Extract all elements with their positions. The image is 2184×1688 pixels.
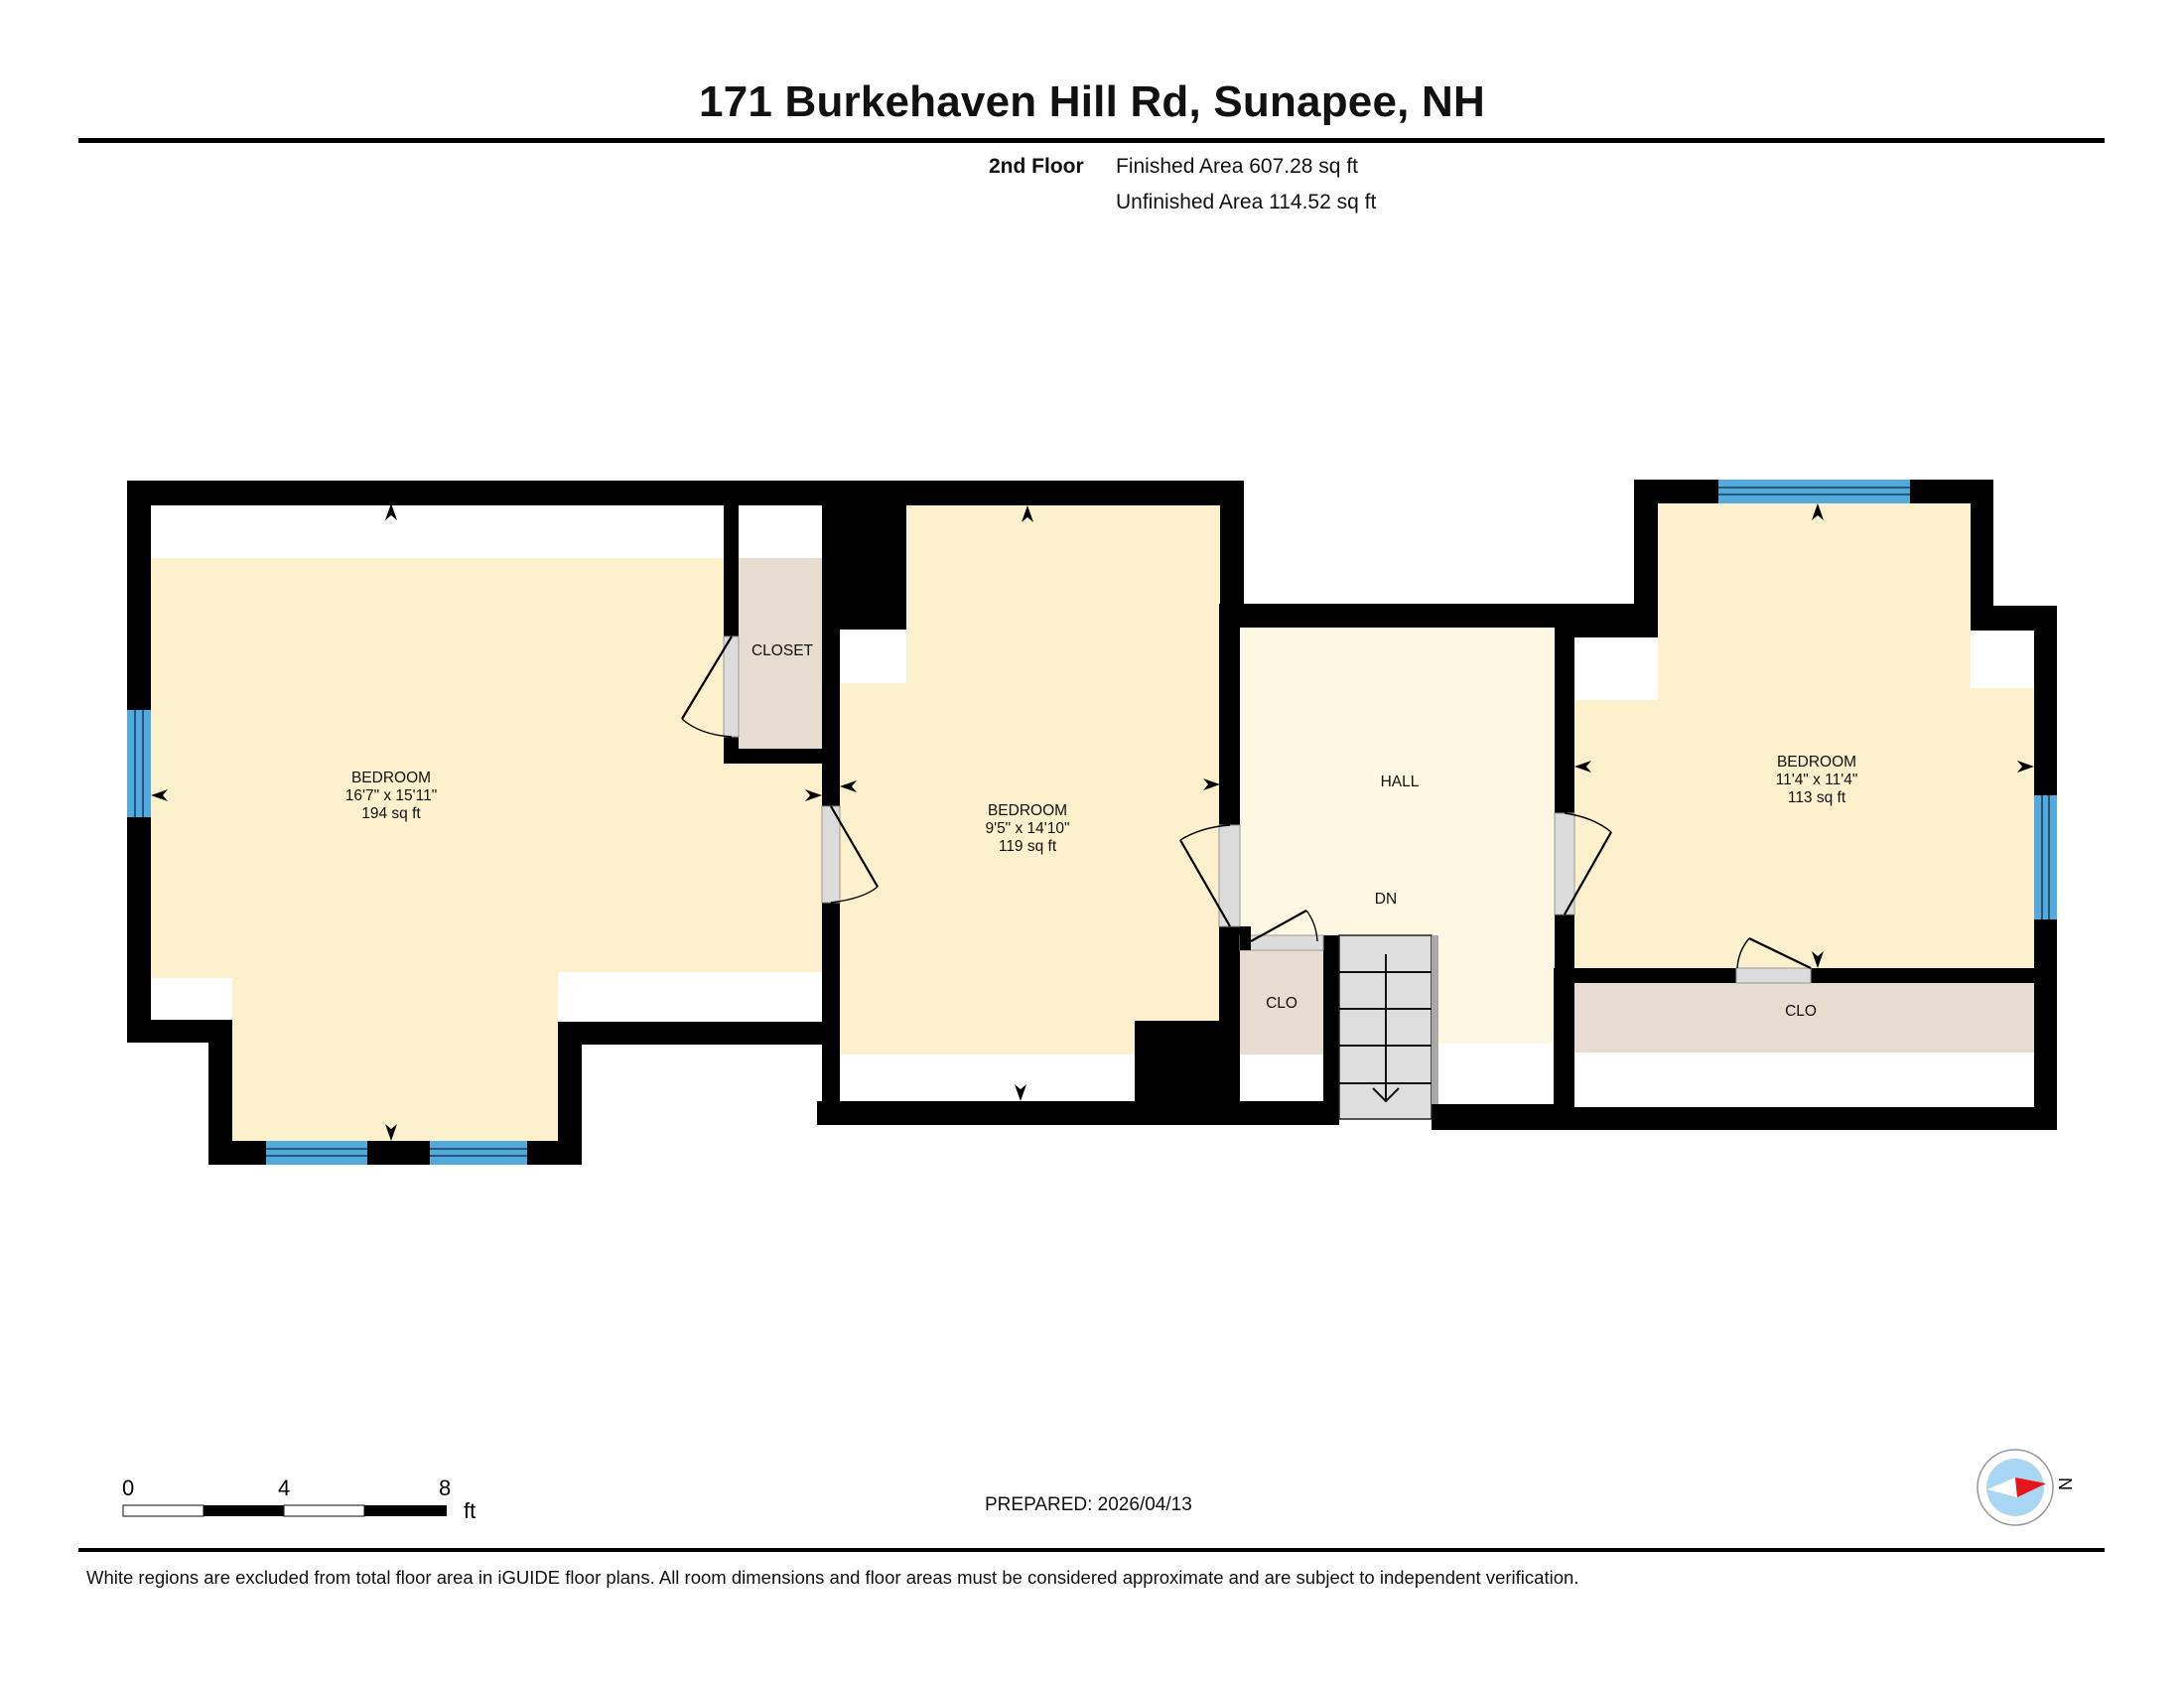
- arrow-up-icon: [1812, 503, 1824, 520]
- prepared-date: PREPARED: 2026/04/13: [985, 1494, 1192, 1515]
- unfinished-area: Unfinished Area 114.52 sq ft: [1116, 191, 1377, 213]
- title-divider: [78, 138, 2105, 143]
- window-bedroom1-south-b: [430, 1141, 527, 1165]
- room-labels: BEDROOM 16'7" x 15'11" 194 sq ft BEDROOM…: [345, 642, 1858, 1020]
- bedroom-3-name: BEDROOM: [1777, 754, 1856, 771]
- clo-large-floor: [1570, 983, 2034, 1053]
- page-title: 171 Burkehaven Hill Rd, Sunapee, NH: [699, 77, 1485, 126]
- floor-name: 2nd Floor: [989, 155, 1084, 178]
- window-bedroom3-east: [2034, 795, 2057, 919]
- bedroom-1-floor: [151, 558, 822, 1141]
- door-small-clo[interactable]: [1239, 910, 1324, 951]
- compass-icon: N: [1977, 1449, 2075, 1526]
- bedroom-2-floor: [840, 505, 1220, 1055]
- scale-label-0: 0: [122, 1476, 134, 1500]
- clo-large-name: CLO: [1785, 1003, 1817, 1020]
- arrow-right-icon: [1203, 778, 1220, 790]
- bedroom-3-dims: 11'4" x 11'4": [1776, 772, 1858, 788]
- bedroom-2-name: BEDROOM: [988, 802, 1067, 819]
- bedroom-1-dims: 16'7" x 15'11": [345, 787, 437, 804]
- clo-small-name: CLO: [1266, 995, 1297, 1012]
- bedroom-2-area: 119 sq ft: [999, 838, 1057, 855]
- window-bedroom1-west: [127, 710, 151, 817]
- arrow-up-icon: [1022, 505, 1033, 522]
- arrow-right-icon: [805, 789, 822, 801]
- finished-area: Finished Area 607.28 sq ft: [1116, 155, 1358, 178]
- door-large-clo[interactable]: [1735, 937, 1812, 984]
- arrow-left-icon: [151, 789, 168, 801]
- stairs-label: DN: [1375, 891, 1397, 908]
- arrow-down-icon: [1812, 951, 1824, 968]
- arrow-down-icon: [385, 1124, 397, 1141]
- bedroom-3-area: 113 sq ft: [1788, 789, 1846, 806]
- arrow-right-icon: [2017, 761, 2034, 773]
- dimension-arrows: [151, 503, 2034, 1141]
- footer-divider: [78, 1548, 2105, 1552]
- bedroom-1-name: BEDROOM: [351, 770, 431, 786]
- closet-name: CLOSET: [751, 642, 814, 659]
- hall-name: HALL: [1381, 774, 1420, 790]
- doors: [681, 635, 1812, 984]
- closet-floor: [739, 558, 825, 749]
- bedroom-1-area: 194 sq ft: [361, 805, 421, 822]
- clo-small-floor: [1240, 950, 1323, 1055]
- bedroom-3-floor: [1574, 503, 2034, 968]
- arrow-up-icon: [385, 503, 397, 520]
- arrow-left-icon: [840, 780, 857, 792]
- door-hall-bedroom3[interactable]: [1554, 812, 1612, 915]
- scale-bar: 0 4 8 ft: [122, 1476, 476, 1523]
- disclaimer-text: White regions are excluded from total fl…: [86, 1567, 1579, 1588]
- compass-north-label: N: [2055, 1477, 2075, 1490]
- door-bedroom1-bedroom2[interactable]: [821, 805, 879, 904]
- window-bedroom3-north: [1718, 480, 1910, 503]
- door-bedroom2-hall[interactable]: [1179, 824, 1241, 927]
- scale-label-4: 4: [278, 1476, 290, 1500]
- door-closet[interactable]: [681, 635, 740, 738]
- bedroom-2-dims: 9'5" x 14'10": [985, 820, 1069, 837]
- arrow-down-icon: [1015, 1084, 1026, 1101]
- scale-label-8: 8: [439, 1476, 451, 1500]
- stairs-down[interactable]: [1338, 934, 1438, 1120]
- room-fills: [151, 503, 2034, 1141]
- windows: [127, 480, 2057, 1165]
- window-bedroom1-south-a: [266, 1141, 367, 1165]
- arrow-left-icon: [1574, 761, 1591, 773]
- scale-unit: ft: [464, 1498, 476, 1523]
